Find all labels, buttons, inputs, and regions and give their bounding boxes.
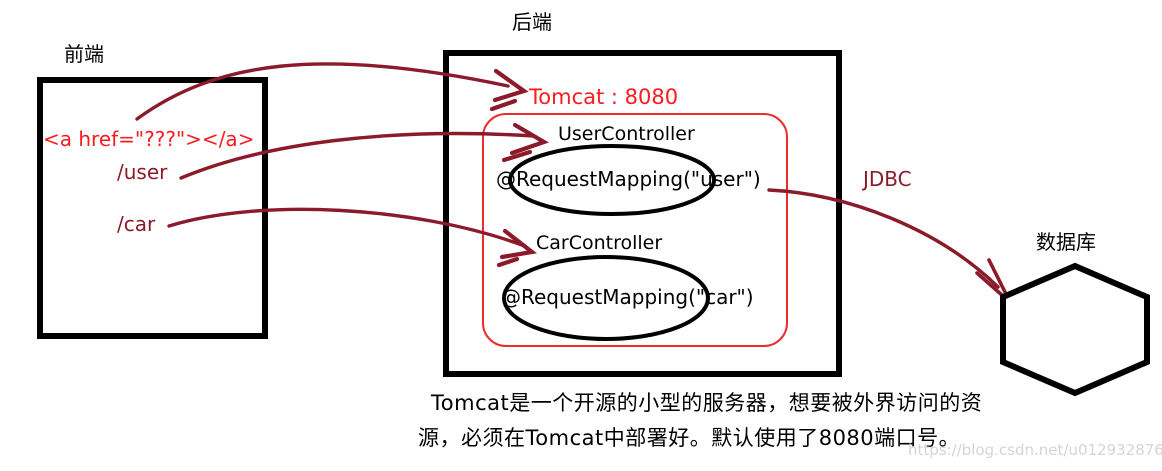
controllers-group-rect [482,113,788,347]
database-label: 数据库 [1036,230,1096,254]
frontend-box [37,77,268,339]
frontend-route-car: /car [117,212,156,236]
caption-line-2: 源，必须在Tomcat中部署好。默认使用了8080端口号。 [418,426,961,450]
frontend-anchor-code: <a href="???"></a> [43,127,255,151]
frontend-zone-label: 前端 [64,42,104,66]
user-request-mapping: @RequestMapping("user") [496,167,761,191]
backend-zone-label: 后端 [512,10,552,34]
car-request-mapping: @RequestMapping("car") [501,285,754,309]
frontend-route-user: /user [117,160,168,184]
jdbc-connection-label: JDBC [863,167,912,191]
watermark-url: https://blog.csdn.net/u012932876 [908,441,1162,459]
database-hexagon-shape [1000,262,1150,397]
user-controller-label: UserController [558,123,695,145]
tomcat-server-label: Tomcat : 8080 [529,85,679,109]
car-controller-label: CarController [536,232,663,254]
caption-line-1: Tomcat是一个开源的小型的服务器，想要被外界访问的资 [431,391,983,415]
